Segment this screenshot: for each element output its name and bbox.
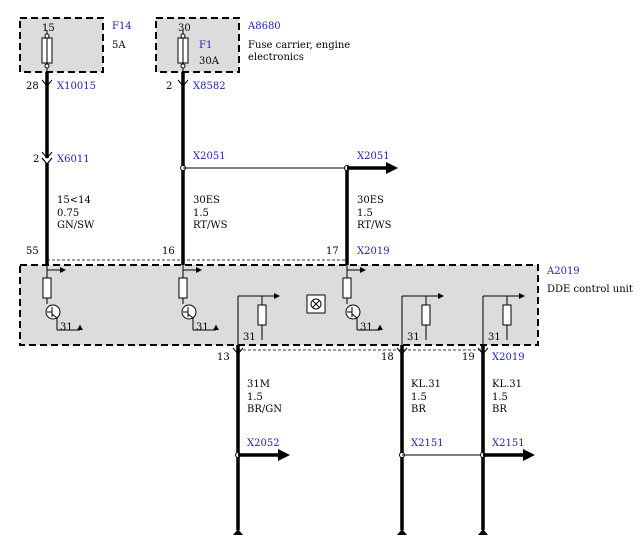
- fuse-f14-symbol: [41, 30, 53, 72]
- ground-stage-13: [237, 293, 280, 345]
- wire-1-conn-mid: X6011: [57, 154, 90, 165]
- wire-1-size: 0.75: [57, 208, 79, 219]
- wire-1-conn-top: X10015: [57, 81, 96, 92]
- bottom-wire-3-color: BR: [492, 404, 507, 415]
- bottom-wire-1-pin: 13: [217, 352, 230, 363]
- wire-3-pin-cu: 17: [326, 246, 339, 257]
- ground-stage-19: [482, 293, 525, 345]
- bottom-wire-2-color: BR: [411, 404, 426, 415]
- ground-label-13: 31: [243, 332, 256, 343]
- ground-label-2: 31: [196, 322, 209, 333]
- wire-2-color: RT/WS: [193, 220, 228, 231]
- bottom-wire-1-func: 31M: [247, 379, 270, 390]
- bottom-wire-2-splice: X2151: [411, 438, 444, 449]
- wire-1-pin-mid: 2: [33, 154, 39, 165]
- wire-2: [177, 72, 347, 265]
- ground-label-1: 31: [60, 322, 73, 333]
- wire-3-size: 1.5: [357, 208, 373, 219]
- bottom-wire-1-splice: X2052: [247, 438, 280, 449]
- fuse-f1-rating: 30A: [199, 56, 220, 67]
- fuse-carrier-id: A8680: [247, 21, 281, 32]
- fuse-carrier-desc-2: electronics: [248, 52, 304, 63]
- wire-2-conn-top: X8582: [193, 81, 226, 92]
- bottom-wire-1: [232, 345, 290, 535]
- ground-label-18: 31: [407, 332, 420, 343]
- control-unit-box: [19, 264, 539, 346]
- bottom-wire-2: [396, 345, 483, 535]
- wire-1-color: GN/SW: [57, 220, 95, 231]
- control-unit-name: DDE control unit: [547, 284, 633, 295]
- bottom-wire-3-conn: X2019: [492, 352, 525, 363]
- fuse-f14-id: F14: [112, 21, 132, 32]
- ground-label-3: 31: [360, 322, 373, 333]
- bottom-wire-2-size: 1.5: [411, 392, 427, 403]
- bottom-wire-1-color: BR/GN: [247, 404, 282, 415]
- wire-3-func: 30ES: [357, 195, 384, 206]
- wire-2-pin-top: 2: [166, 81, 172, 92]
- input-stage-1: [42, 265, 83, 331]
- bottom-wire-3-pin: 19: [462, 352, 475, 363]
- fuse-carrier-box: [155, 17, 240, 73]
- fuse-f14-pin: 15: [42, 23, 55, 34]
- wire-3-conn-cu: X2019: [357, 246, 390, 257]
- wire-1-func: 15<14: [57, 195, 91, 206]
- wire-2-pin-cu: 16: [162, 246, 175, 257]
- bottom-wire-3-splice: X2151: [492, 438, 525, 449]
- wire-2-size: 1.5: [193, 208, 209, 219]
- logic-ic-icon: [306, 294, 326, 314]
- wire-2-splice: X2051: [193, 151, 226, 162]
- fuse-f14-rating: 5A: [112, 40, 126, 51]
- bottom-wire-2-pin: 18: [381, 352, 394, 363]
- wire-1-pin-top: 28: [26, 81, 39, 92]
- bottom-wire-3-func: KL.31: [492, 379, 522, 390]
- bottom-wire-1-size: 1.5: [247, 392, 263, 403]
- wire-3: [344, 162, 398, 265]
- wire-2-func: 30ES: [193, 195, 220, 206]
- fuse-f1-id: F1: [199, 40, 212, 51]
- ground-stage-18: [401, 293, 444, 345]
- wire-3-color: RT/WS: [357, 220, 392, 231]
- wire-1-pin-cu: 55: [26, 246, 39, 257]
- fuse-f1-symbol: [177, 30, 189, 72]
- control-unit-id: A2019: [546, 266, 580, 277]
- fuse-carrier-pin: 30: [178, 23, 191, 34]
- bottom-wire-3-size: 1.5: [492, 392, 508, 403]
- wire-3-splice: X2051: [357, 151, 390, 162]
- bottom-wire-2-func: KL.31: [411, 379, 441, 390]
- wire-1: [41, 72, 53, 265]
- bottom-wire-3: [477, 345, 535, 535]
- ground-label-19: 31: [488, 332, 501, 343]
- fuse-carrier-desc-1: Fuse carrier, engine: [248, 40, 350, 51]
- input-stage-2: [178, 265, 219, 331]
- fuse-f14-box: [19, 17, 104, 73]
- input-stage-3: [342, 265, 383, 331]
